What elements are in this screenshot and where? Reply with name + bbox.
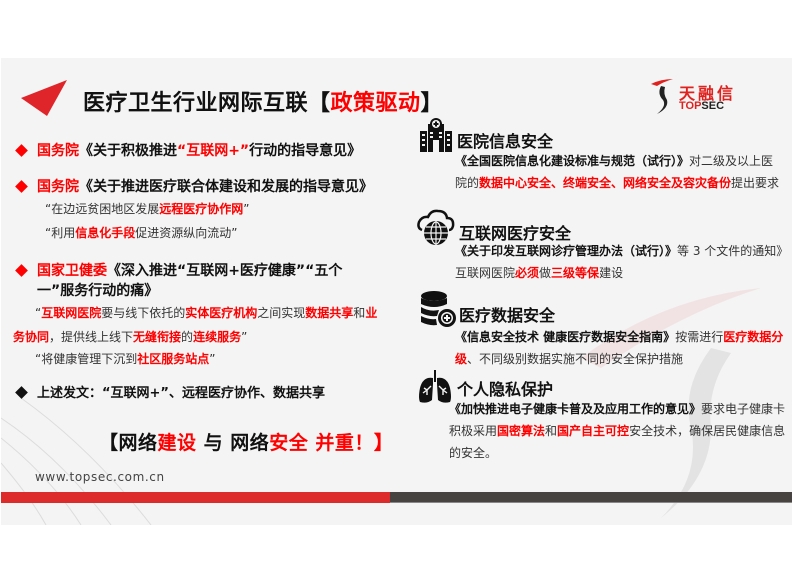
slide: 医疗卫生行业网际互联【政策驱动】 天融信 TOPSEC 国务院《关于积极推进“互…: [1, 58, 792, 525]
policy-bullet-2: 国务院《关于推进医疗联合体建设和发展的指导意见》: [37, 176, 373, 196]
bullet-diamond-icon: [15, 386, 28, 399]
body-highlight: 三级等保: [551, 266, 600, 280]
quote-highlight: 连续服务: [193, 330, 242, 344]
body-text: 做: [539, 266, 552, 280]
doc-title: 《关于印发互联网诊疗管理办法（试行）》: [455, 244, 678, 258]
database-plus-icon: [421, 291, 456, 327]
policy-bullet-1: 国务院《关于积极推进“互联网+”行动的指导意见》: [37, 140, 361, 160]
body-text: 和: [545, 424, 558, 438]
doc-title: 《全国医院信息化建设标准与规范（试行）》: [455, 154, 690, 168]
issuer: 国务院: [37, 143, 79, 159]
policy-bullet-3-line2: 一”服务行动的痛》: [37, 280, 158, 300]
logo-cn-text: 天融信: [679, 84, 737, 103]
quote-text: 之间实现: [257, 306, 306, 320]
title-main: 医疗卫生行业网际互联【: [83, 91, 331, 116]
page-title: 医疗卫生行业网际互联【政策驱动】: [83, 85, 443, 117]
body-text: 要求电子健康卡积极采用: [449, 402, 786, 438]
quote-highlight: 信息化手段: [75, 226, 136, 240]
body-text: 安全技术，确保居民健康信息的安全。: [449, 424, 786, 460]
quote-highlight: 实体医疗机构: [185, 306, 258, 320]
topsec-logo: 天融信 TOPSEC: [649, 78, 759, 118]
doc-title: 《关于积极推进: [79, 143, 177, 159]
summary-text: 上述发文：“互联网+”、远程医疗协作、数据共享: [37, 386, 325, 401]
footer-bar-red: [1, 492, 390, 503]
body-highlight: 必须: [515, 266, 540, 280]
quote-highlight: 业: [365, 306, 378, 320]
website-url: www.topsec.com.cn: [35, 470, 165, 484]
quote-text: 要与线下依托的: [101, 306, 186, 320]
body-text: 对二级及以上医院的: [455, 154, 774, 190]
doc-title: 《关于推进医疗联合体建设和发展的指导意见》: [79, 179, 373, 195]
slogan-highlight: 建设: [157, 432, 197, 454]
slogan-highlight: 安全 并重！】: [269, 432, 394, 454]
body-text: 等 3 个文件的通知》互联网医院: [455, 244, 783, 280]
quote-highlight: 社区服务站点: [137, 352, 210, 366]
slogan: 【网络建设 与 网络安全 并重！】: [99, 428, 393, 455]
logo-en-text: TOPSEC: [679, 100, 724, 112]
quote-text: 促进资源纵向流动”: [135, 226, 238, 240]
section-title-medical-data: 医疗数据安全: [459, 306, 556, 325]
body-highlight: 国产自主可控: [557, 424, 630, 438]
quote-highlight: 远程医疗协作网: [159, 202, 244, 216]
quote-highlight: 务协同: [13, 330, 50, 344]
slogan-text: 【网络: [99, 432, 158, 454]
quote-text: 的: [181, 330, 194, 344]
doc-title: 《深入推进“互联网+医疗健康”“五个: [107, 263, 343, 279]
section-title-internet-medical: 互联网医疗安全: [459, 224, 572, 243]
quote-line: “将健康管理下沉到社区服务站点”: [35, 350, 215, 367]
doc-title-end: 行动的指导意见》: [249, 143, 362, 159]
section-text-hospital: 《全国医院信息化建设标准与规范（试行）》对二级及以上医院的数据中心安全、终端安全…: [455, 150, 785, 194]
body-highlight: 数据中心安全、终端安全、网络安全及容灾备份: [479, 176, 732, 190]
quote-text: “在边远贫困地区发展: [45, 202, 160, 216]
issuer: 国务院: [37, 179, 79, 195]
body-text: 提出要求: [731, 176, 780, 190]
section-title-hospital: 医院信息安全: [457, 132, 554, 151]
section-title-privacy: 个人隐私保护: [457, 380, 554, 399]
issuer: 国家卫健委: [37, 263, 107, 279]
logo-en-black: SEC: [701, 100, 725, 112]
footer-bar-dark: [390, 492, 792, 503]
hospital-icon: [420, 118, 452, 152]
slogan-text: 与 网络: [196, 432, 270, 454]
cloud-globe-icon: [417, 209, 455, 245]
doc-title: 《信息安全技术 健康医疗数据安全指南》: [455, 330, 676, 344]
topsec-mark-icon: [651, 79, 673, 114]
quote-text: ，提供线上线下: [49, 330, 134, 344]
quote-line: “利用信息化手段促进资源纵向流动”: [45, 224, 237, 241]
quote-text: ”: [209, 352, 216, 366]
lungs-icon: [419, 370, 451, 403]
quote-text: 和: [353, 306, 366, 320]
quote-line: “互联网医院要与线下依托的实体医疗机构之间实现数据共享和业: [35, 304, 377, 321]
doc-title: 《加快推进电子健康卡普及及应用工作的意见》: [449, 402, 702, 416]
logo-en-red: TOP: [679, 100, 702, 112]
quote-highlight: 互联网医院: [41, 306, 102, 320]
body-text: 、不同级别数据实施不同的安全保护措施: [467, 352, 684, 366]
body-text: 按需进行: [675, 330, 724, 344]
section-text-medical-data: 《信息安全技术 健康医疗数据安全指南》按需进行医疗数据分级、不同级别数据实施不同…: [455, 326, 785, 370]
quote-text: “将健康管理下沉到: [35, 352, 138, 366]
summary-bullet: 上述发文：“互联网+”、远程医疗协作、数据共享: [37, 382, 325, 401]
body-highlight: 医疗数据分级: [455, 330, 784, 366]
quote-highlight: 无缝衔接: [133, 330, 182, 344]
quote-text: ”: [243, 202, 250, 216]
title-close: 】: [420, 91, 444, 116]
doc-title: 一”服务行动的痛》: [37, 283, 159, 299]
body-text: 建设: [599, 266, 624, 280]
quote-text: “利用: [45, 226, 76, 240]
body-highlight: 国密算法: [497, 424, 546, 438]
bullet-diamond-icon: [15, 264, 28, 277]
title-highlight: 政策驱动: [330, 91, 421, 116]
quote-line: “在边远贫困地区发展远程医疗协作网”: [45, 200, 249, 217]
title-arrow-icon: [21, 80, 67, 116]
bullet-diamond-icon: [15, 180, 28, 193]
section-text-privacy: 《加快推进电子健康卡普及及应用工作的意见》要求电子健康卡积极采用国密算法和国产自…: [449, 398, 789, 464]
section-text-internet-medical: 《关于印发互联网诊疗管理办法（试行）》等 3 个文件的通知》互联网医院必须做三级…: [455, 240, 785, 284]
quote-text: “: [35, 306, 42, 320]
doc-highlight: “互联网+”: [177, 143, 250, 159]
bullet-diamond-icon: [15, 144, 28, 157]
quote-text: ”: [241, 330, 248, 344]
policy-bullet-3: 国家卫健委《深入推进“互联网+医疗健康”“五个: [37, 260, 342, 280]
quote-highlight: 数据共享: [305, 306, 354, 320]
quote-line: 务协同，提供线上线下无缝衔接的连续服务”: [13, 328, 247, 345]
